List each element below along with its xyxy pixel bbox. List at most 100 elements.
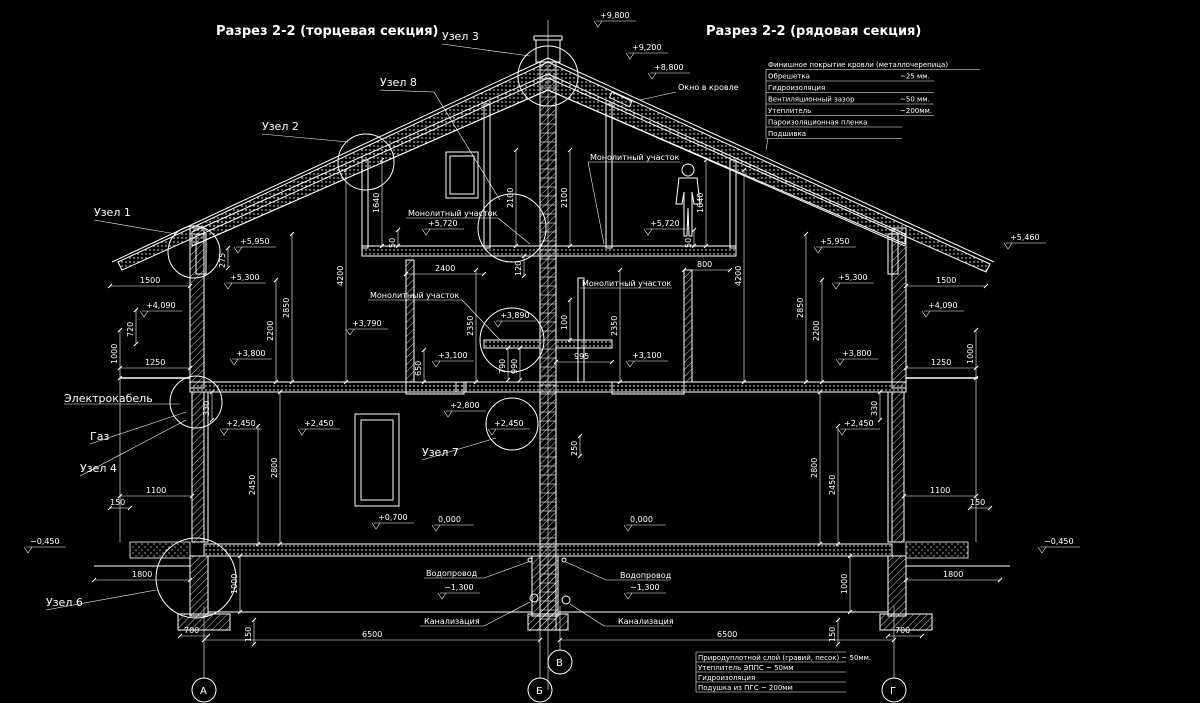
level-marker	[493, 320, 503, 328]
level-marker	[623, 592, 633, 600]
roof-spec-row: Вентиляционный зазор	[768, 96, 855, 104]
dimension-text: 150	[244, 627, 253, 642]
axis-label: А	[200, 686, 207, 697]
dim-tick	[691, 227, 697, 233]
dim-tick	[681, 267, 687, 273]
dim-tick	[117, 375, 123, 381]
dim-tick	[567, 337, 573, 343]
dimension-text: 1100	[930, 486, 950, 495]
level-mark: +2,450	[304, 419, 334, 428]
node-8-label: Узел 8	[380, 76, 417, 89]
level-mark: +3,100	[438, 351, 468, 360]
dimension-text: 1000	[110, 344, 119, 364]
level-marker	[431, 524, 441, 532]
dim-tick	[289, 231, 295, 237]
dim-tick	[379, 157, 385, 163]
level-mark: +3,100	[632, 351, 662, 360]
dim-tick	[983, 283, 989, 289]
level-marks: +9,800+9,200+8,800+5,950+5,300+5,720+5,7…	[23, 11, 1080, 600]
level-mark: 0,000	[438, 515, 461, 524]
dim-tick	[835, 641, 841, 647]
dimension-text: 1800	[132, 570, 152, 579]
dim-tick	[997, 577, 1003, 583]
level-marker	[437, 592, 447, 600]
dimension-text: 2400	[435, 264, 455, 273]
dim-tick	[885, 633, 891, 639]
level-marker	[431, 360, 441, 368]
dim-tick	[703, 243, 709, 249]
dim-tick	[343, 379, 349, 385]
dim-tick	[205, 633, 211, 639]
dim-tick	[209, 417, 215, 423]
dimension-text: 800	[697, 260, 712, 269]
node-2-label: Узел 2	[262, 120, 299, 133]
dim-tick	[521, 273, 527, 279]
dim-tick	[289, 379, 295, 385]
dimension-text: 4200	[336, 266, 345, 286]
level-mark: +2,450	[226, 419, 256, 428]
dimension-text: 1800	[943, 570, 963, 579]
dim-tick	[107, 283, 113, 289]
dim-tick	[107, 505, 113, 511]
openings	[195, 151, 899, 507]
dim-tick	[91, 577, 97, 583]
dim-tick	[201, 637, 207, 643]
floor-spec-row: Природуплотной слой (гравий, песок) ~ 50…	[698, 654, 871, 662]
dimension-text: 790	[498, 359, 507, 374]
dim-tick	[117, 493, 123, 499]
dim-tick	[919, 633, 925, 639]
dim-tick	[567, 147, 573, 153]
dim-tick	[481, 271, 487, 277]
dimension-text: 250	[570, 441, 579, 456]
dim-tick	[273, 379, 279, 385]
dim-tick	[703, 157, 709, 163]
node-labels: Узел 1 Узел 2 Узел 3 Узел 8 Электрокабел…	[45, 30, 739, 611]
dim-tick	[521, 253, 527, 259]
level-marker	[139, 310, 149, 318]
roof-spec-row: Обрешетка	[768, 73, 810, 81]
dim-tick	[343, 167, 349, 173]
axis-label: Б	[536, 686, 543, 697]
axis-bubble	[881, 677, 907, 703]
dimension-text: 1640	[696, 193, 705, 213]
spec-leader	[765, 138, 769, 151]
roof-spec-row: Пароизоляционная пленка	[768, 119, 867, 127]
dim-tick	[237, 609, 243, 615]
level-marker	[625, 360, 635, 368]
dim-tick	[277, 541, 283, 547]
dim-tick	[395, 227, 401, 233]
dimension-text: 1640	[372, 193, 381, 213]
monolith-labels: Монолитный участок Монолитный участок Мо…	[368, 153, 680, 341]
dim-tick	[127, 505, 133, 511]
level-marker	[831, 282, 841, 290]
level-mark: +5,950	[240, 237, 270, 246]
level-marker	[229, 358, 239, 366]
monolith-label-1: Монолитный участок	[408, 209, 498, 218]
dimension-text: 995	[574, 352, 589, 361]
node-3-label: Узел 3	[442, 30, 479, 43]
level-mark: +5,300	[230, 273, 260, 282]
dim-tick	[891, 637, 897, 643]
dim-tick	[187, 365, 193, 371]
dimension-text: 2200	[812, 321, 821, 341]
slabs	[94, 245, 1010, 631]
roof-spec-value: ~25 мм.	[900, 73, 930, 81]
level-mark: +4,090	[928, 301, 958, 310]
level-mark: +5,300	[838, 273, 868, 282]
dim-tick	[835, 423, 841, 429]
roof-window-label: Окно в кровле	[678, 83, 739, 92]
level-marker	[487, 428, 497, 436]
level-mark: 0,000	[630, 515, 653, 524]
roof-spec-table: Финишное покрытие кровли (металлочерепиц…	[765, 61, 980, 151]
level-marker	[23, 546, 33, 554]
dim-tick	[379, 243, 385, 249]
dim-tick	[505, 377, 511, 383]
level-mark: +9,800	[600, 11, 630, 20]
dim-tick	[967, 505, 973, 511]
person-figure	[675, 163, 701, 237]
dim-tick	[973, 327, 979, 333]
axis-label: В	[556, 658, 563, 669]
floor-spec-row: Утеплитель ЭППС ~ 50мм	[698, 664, 794, 672]
